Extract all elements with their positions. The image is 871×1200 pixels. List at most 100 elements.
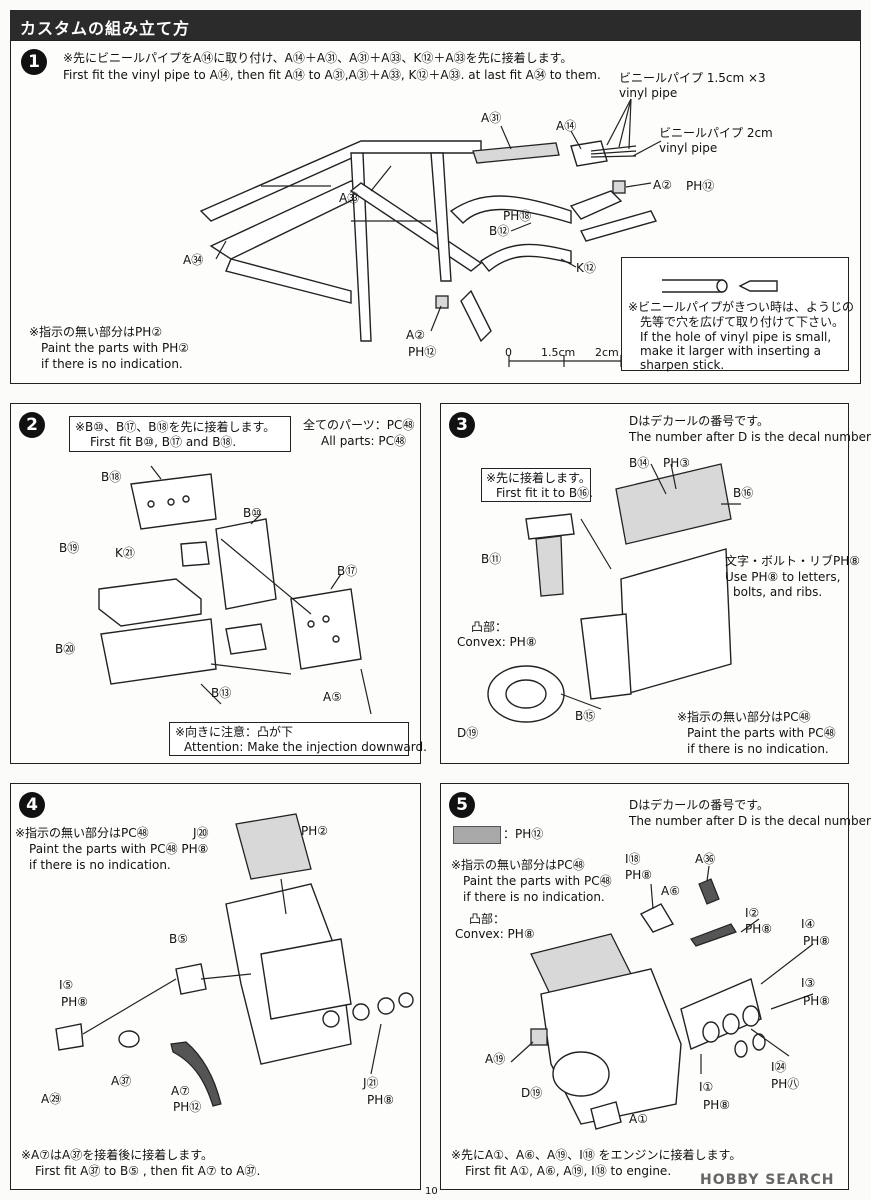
- step-1-paint-note-en1: Paint the parts with PH②: [41, 341, 189, 355]
- attention-jp: ※向きに注意：凸が下: [175, 725, 294, 739]
- step-3-diagram: [487, 463, 741, 723]
- step-5-paint-jp: ※指示の無い部分はPC㊽: [451, 858, 585, 872]
- scale-1-5cm: 1.5cm: [541, 346, 576, 359]
- label-ph87: PH㊇: [771, 1077, 800, 1091]
- tip-en-2: make it larger with inserting a: [640, 344, 821, 358]
- label-i18: I⑱: [625, 852, 641, 866]
- scale-0: 0: [505, 346, 512, 359]
- label-ph18: PH⑱: [503, 209, 532, 223]
- label-k12: K⑫: [576, 261, 596, 275]
- step-4-paint-en-2: if there is no indication.: [29, 858, 171, 872]
- step-5-number: 5: [449, 792, 475, 818]
- label-a2-top: A②: [653, 178, 672, 192]
- label-b12: B⑫: [489, 224, 510, 238]
- label-ph2: PH②: [301, 824, 329, 838]
- step-1-number: 1: [21, 49, 47, 75]
- step-4-panel: 4 ※指示の無い部分はPC㊽ Paint the parts with PC㊽ …: [10, 783, 421, 1190]
- label-a37: A㊲: [111, 1074, 132, 1088]
- label-ph8-i2: PH⑧: [745, 922, 773, 936]
- step-4-diagram: [55, 813, 414, 1107]
- label-a14: A⑭: [556, 119, 577, 133]
- vinyl-pipe-2-en: vinyl pipe: [659, 141, 718, 155]
- step-1-instruction-en: First fit the vinyl pipe to A⑭, then fit…: [63, 68, 601, 82]
- attention-en: Attention: Make the injection downward.: [184, 740, 427, 754]
- convex-jp: 凸部：: [471, 620, 508, 634]
- label-a33: A㉝: [339, 191, 360, 205]
- label-d19: D⑲: [457, 726, 479, 740]
- label-b16: B⑯: [733, 486, 754, 500]
- label-a36: A㊱: [695, 852, 716, 866]
- step-1-panel: 1 ※先にビニールパイプをA⑭に取り付け、A⑭＋A㉛、A㉛＋A㉝、K⑫＋A㉝を先…: [10, 40, 861, 384]
- tip-jp-1: ※ビニールパイプがきつい時は、ようじの: [628, 300, 855, 314]
- step-1-paint-note-en2: if there is no indication.: [41, 357, 183, 371]
- label-ph8-b: PH⑧: [367, 1093, 395, 1107]
- watermark: HOBBY SEARCH: [700, 1172, 835, 1188]
- label-a2-bottom: A②: [406, 328, 425, 342]
- label-b13: B⑬: [211, 686, 232, 700]
- step-3-paint-en-2: if there is no indication.: [687, 742, 829, 756]
- tip-jp-2: 先等で穴を広げて取り付けて下さい。: [640, 315, 845, 329]
- label-b20: B⑳: [55, 642, 76, 656]
- section-title: カスタムの組み立て方: [20, 19, 191, 38]
- label-a34: A㉞: [183, 253, 204, 267]
- step-5-diagram: [510, 865, 814, 1130]
- label-j20: J⑳: [193, 826, 209, 840]
- step-5-convex-jp: 凸部：: [469, 912, 506, 926]
- step-3-note-box: ※先に接着します。 First fit it to B⑯.: [481, 468, 593, 502]
- letters-jp: 文字・ボルト・リブPH⑧: [725, 554, 861, 568]
- label-a19: A⑲: [485, 1052, 506, 1066]
- label-b10: B⑩: [243, 506, 262, 520]
- step-5-note-jp: ※先にA①、A⑥、A⑲、I⑱ をエンジンに接着します。: [451, 1148, 742, 1162]
- step-5-note-en: First fit A①, A⑥, A⑲, I⑱ to engine.: [465, 1164, 672, 1178]
- tip-en-1: If the hole of vinyl pipe is small,: [640, 330, 832, 344]
- label-a31: A㉛: [481, 111, 502, 125]
- label-d19-step5: D⑲: [521, 1086, 543, 1100]
- step-2-number: 2: [19, 412, 45, 438]
- label-ph12-top: PH⑫: [686, 179, 715, 193]
- section-header: カスタムの組み立て方: [10, 10, 861, 40]
- swatch-label: ：PH⑫: [503, 827, 544, 841]
- label-b19: B⑲: [59, 541, 80, 555]
- step-2-note-box: ※B⑩、B⑰、B⑱を先に接着します。 First fit B⑩, B⑰ and …: [69, 416, 291, 452]
- step-5-convex-en: Convex: PH⑧: [455, 927, 535, 941]
- label-ph12-bottom: PH⑫: [408, 345, 437, 359]
- label-ph3: PH③: [663, 456, 691, 470]
- vinyl-pipe-2-jp: ビニールパイプ 2cm: [659, 126, 773, 140]
- step-1-paint-note-jp: ※指示の無い部分はPH②: [29, 325, 163, 339]
- all-parts-en: All parts: PC㊽: [321, 434, 407, 448]
- step-4-number: 4: [19, 792, 45, 818]
- label-a7: A⑦: [171, 1084, 190, 1098]
- step-3-paint-en-1: Paint the parts with PC㊽: [687, 726, 836, 740]
- vinyl-pipe-tip-box: ※ビニールパイプがきつい時は、ようじの 先等で穴を広げて取り付けて下さい。 If…: [621, 257, 854, 372]
- convex-en: Convex: PH⑧: [457, 635, 537, 649]
- label-a29: A㉙: [41, 1092, 62, 1106]
- step-2-note-jp: ※B⑩、B⑰、B⑱を先に接着します。: [75, 420, 276, 434]
- step-3-number: 3: [449, 412, 475, 438]
- letters-en-1: Use PH⑧ to letters,: [725, 570, 841, 584]
- step-5-decal-jp: Dはデカールの番号です。: [629, 798, 770, 812]
- step-4-paint-en-1: Paint the parts with PC㊽ PH⑧: [29, 842, 209, 856]
- label-k21: K㉑: [115, 546, 135, 560]
- label-ph8-a: PH⑧: [61, 995, 89, 1009]
- step-2-attention-box: ※向きに注意：凸が下 Attention: Make the injection…: [169, 722, 427, 756]
- color-swatch: [453, 826, 501, 844]
- step-3-decal-jp: Dはデカールの番号です。: [629, 414, 770, 428]
- vinyl-pipe-1-en: vinyl pipe: [619, 86, 678, 100]
- step-3-note-en: First fit it to B⑯.: [496, 486, 593, 500]
- label-ph12: PH⑫: [173, 1100, 202, 1114]
- step-2-note-en: First fit B⑩, B⑰ and B⑱.: [90, 435, 237, 449]
- scale-2cm: 2cm: [595, 346, 619, 359]
- step-5-paint-en-2: if there is no indication.: [463, 890, 605, 904]
- label-j21: J㉑: [363, 1076, 379, 1090]
- label-b15: B⑮: [575, 709, 596, 723]
- label-ph8-i18: PH⑧: [625, 868, 653, 882]
- letters-en-2: bolts, and ribs.: [733, 585, 823, 599]
- label-i2: I②: [745, 906, 760, 920]
- label-ph8-i4: PH⑧: [803, 934, 831, 948]
- step-3-paint-jp: ※指示の無い部分はPC㊽: [677, 710, 811, 724]
- page-number: 10: [425, 1186, 438, 1197]
- step-3-note-jp: ※先に接着します。: [486, 471, 591, 485]
- label-b11: B⑪: [481, 552, 502, 566]
- label-b14: B⑭: [629, 456, 650, 470]
- label-b5: B⑤: [169, 932, 188, 946]
